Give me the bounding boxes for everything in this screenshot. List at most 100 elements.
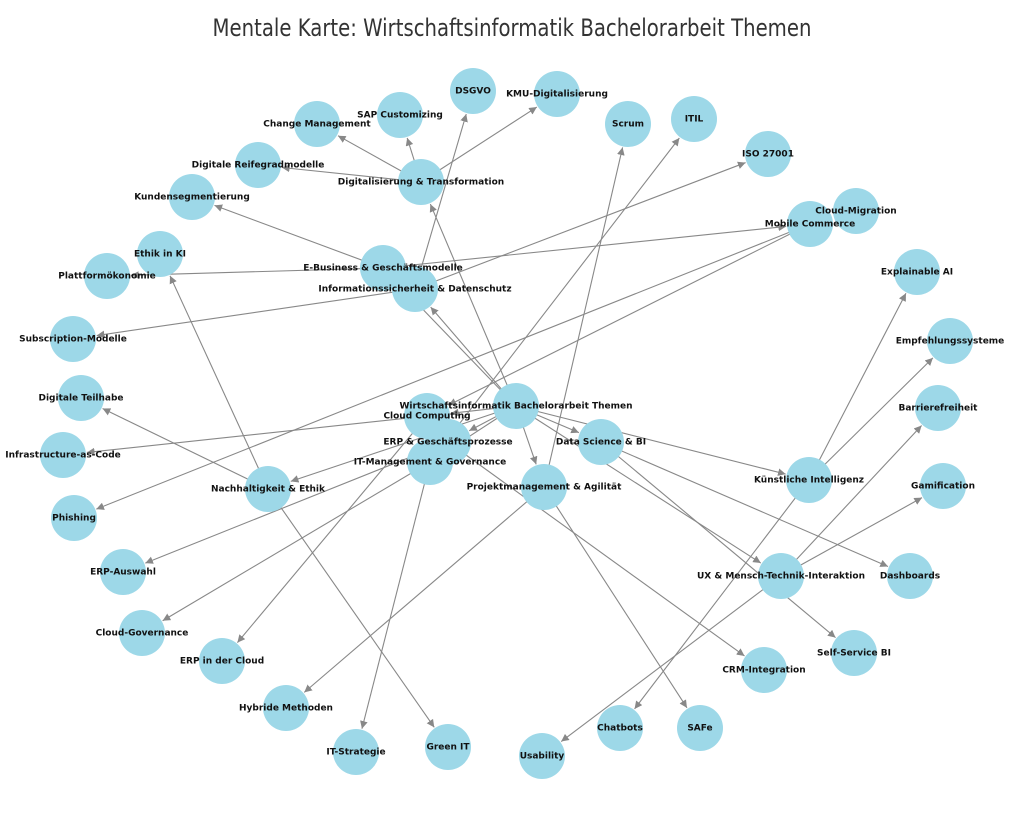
node-label-phishing: Phishing [52,514,96,524]
edge-ux-barriere [780,425,923,577]
node-itstrat[interactable] [333,729,379,775]
edge-cloud-iac [86,415,428,456]
edge-ds-ssbi [600,441,836,639]
edge-itm-itstrat [360,461,431,729]
node-itm[interactable] [407,439,453,485]
edge-isec-sub [96,288,416,339]
edge-pm-scrum [543,147,625,488]
node-erpaus[interactable] [100,549,146,595]
node-label-sub: Subscription-Modelle [19,335,127,345]
node-label-iso: ISO 27001 [742,150,794,160]
node-crm[interactable] [741,647,787,693]
edge-isec-dsgvo [414,113,468,290]
node-label-scrum: Scrum [612,120,644,130]
node-kmu[interactable] [534,71,580,117]
node-ki[interactable] [786,457,832,503]
node-label-itm: IT-Management & Governance [354,458,507,468]
node-reife[interactable] [235,142,281,188]
node-cgov[interactable] [119,610,165,656]
node-label-chatbots: Chatbots [597,724,643,734]
node-label-usab: Usability [520,752,565,762]
node-xai[interactable] [894,249,940,295]
node-scrum[interactable] [605,101,651,147]
node-digi[interactable] [398,159,444,205]
node-iso[interactable] [745,131,791,177]
node-label-crm: CRM-Integration [722,666,805,676]
edge-ki-xai [808,293,907,481]
node-label-kunden: Kundensegmentierung [134,193,250,203]
edge-cloud-erpcloud [236,415,428,643]
node-label-ne: Nachhaltigkeit & Ethik [211,485,326,495]
edge-ux-usab [560,575,782,743]
node-label-iac: Infrastructure-as-Code [5,451,121,461]
node-ds[interactable] [578,419,624,465]
node-label-digi: Digitalisierung & Transformation [338,178,504,188]
node-usab[interactable] [519,733,565,779]
node-label-pm: Projektmanagement & Agilität [467,483,623,493]
node-label-root: Wirtschaftsinformatik Bachelorarbeit The… [399,402,632,412]
node-label-ki: Künstliche Intelligenz [754,476,864,486]
node-label-itil: ITIL [685,115,704,125]
node-label-mobile: Mobile Commerce [765,220,856,230]
node-label-reife: Digitale Reifegradmodelle [192,161,325,171]
node-gami[interactable] [920,463,966,509]
edge-ds-dash [600,441,889,567]
labels-layer: Wirtschaftsinformatik Bachelorarbeit The… [5,87,1004,762]
node-erpcloud[interactable] [199,638,245,684]
node-empf[interactable] [927,318,973,364]
node-dash[interactable] [887,553,933,599]
edge-itm-itil [429,137,680,463]
node-mobile[interactable] [787,201,833,247]
node-label-hybrid: Hybride Methoden [239,704,333,714]
node-plattform[interactable] [84,253,130,299]
node-teilhabe[interactable] [58,375,104,421]
edge-ebiz-mobile [382,223,787,269]
node-sub[interactable] [50,316,96,362]
node-safe[interactable] [677,705,723,751]
edge-ebiz-kunden [214,204,384,269]
node-isec[interactable] [392,266,438,312]
node-ne[interactable] [245,466,291,512]
node-barriere[interactable] [915,385,961,431]
node-ssbi[interactable] [831,630,877,676]
node-label-empf: Empfehlungssysteme [896,337,1005,347]
node-label-ds: Data Science & BI [556,438,646,448]
node-cmig[interactable] [833,188,879,234]
node-ethikki[interactable] [137,231,183,277]
node-cm[interactable] [294,101,340,147]
node-iac[interactable] [40,432,86,478]
node-hybrid[interactable] [263,685,309,731]
node-ux[interactable] [758,553,804,599]
node-label-erp: ERP & Geschäftsprozesse [383,438,512,448]
edge-ne-greenit [267,488,435,728]
node-label-gami: Gamification [911,482,975,492]
node-chatbots[interactable] [597,705,643,751]
node-pm[interactable] [521,464,567,510]
node-label-ssbi: Self-Service BI [817,649,891,659]
node-phishing[interactable] [51,495,97,541]
node-kunden[interactable] [169,174,215,220]
node-label-ux: UX & Mensch-Technik-Interaktion [697,572,865,582]
node-label-isec: Informationssicherheit & Datenschutz [318,285,511,295]
node-label-safe: SAFe [687,724,712,734]
nodes-layer [40,68,973,779]
node-sap[interactable] [377,92,423,138]
node-label-cloud: Cloud Computing [383,412,470,422]
edge-itm-cgov [162,461,431,622]
node-label-itstrat: IT-Strategie [326,748,385,758]
node-label-greenit: Green IT [426,743,470,753]
edge-mobile-cloud [448,223,811,406]
node-dsgvo[interactable] [450,68,496,114]
node-label-xai: Explainable AI [881,268,953,278]
edge-root-digi [429,203,517,407]
node-label-plattform: Plattformökonomie [58,272,156,282]
node-label-ebiz: E-Business & Geschäftsmodelle [303,264,463,274]
node-itil[interactable] [671,96,717,142]
edge-isec-iso [414,161,746,290]
edge-digi-reife [281,164,422,183]
node-greenit[interactable] [425,724,471,770]
edge-ne-teilhabe [102,408,269,490]
edge-mobile-phishing [96,223,811,510]
node-label-erpcloud: ERP in der Cloud [180,657,264,667]
node-root[interactable] [493,383,539,429]
